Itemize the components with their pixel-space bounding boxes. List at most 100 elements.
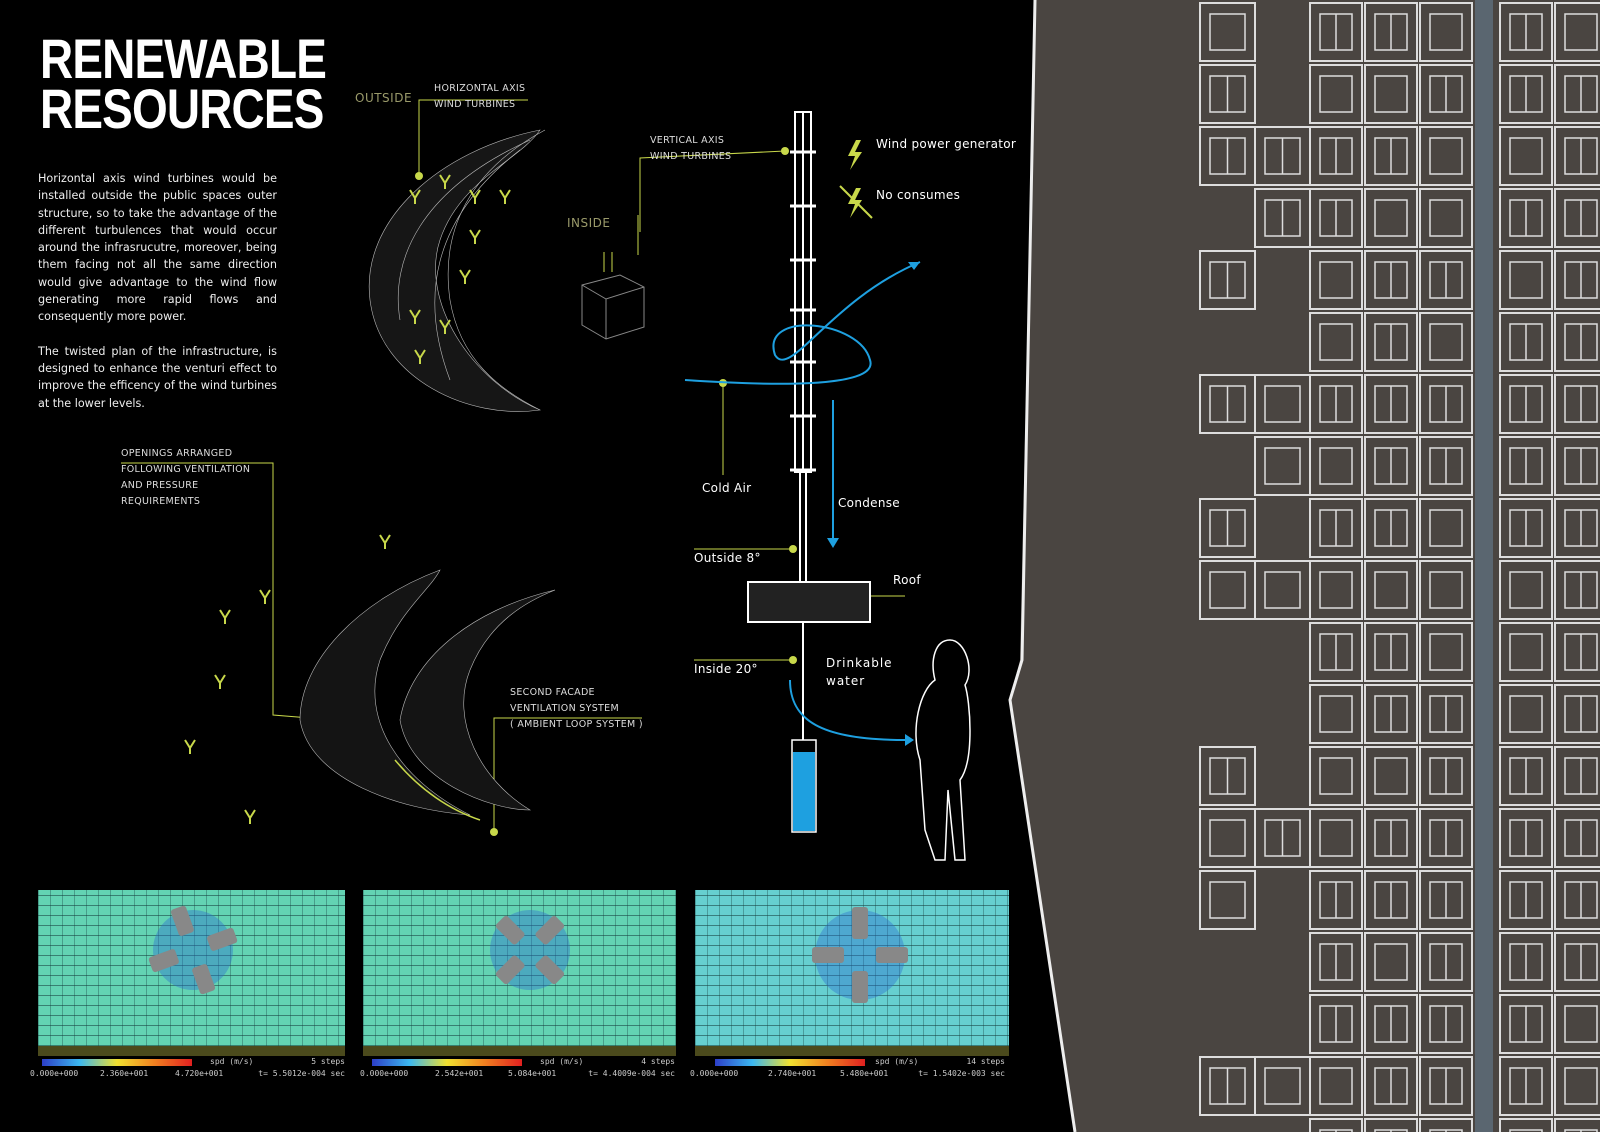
plan-module [1309, 994, 1363, 1054]
plan-module [1309, 1056, 1363, 1116]
plan-room [1429, 137, 1463, 175]
title-line-2: RESOURCES [40, 77, 324, 140]
legend-unit: spd (m/s) [540, 1057, 584, 1066]
label-line: ( AMBIENT LOOP SYSTEM ) [510, 719, 643, 730]
plan-room [1319, 1067, 1353, 1105]
plan-module [1199, 498, 1256, 558]
legend-mid: 2.740e+001 [768, 1069, 817, 1078]
plan-module [1419, 746, 1473, 806]
plan-modules [1199, 2, 1600, 1132]
note-cold-air: Cold Air [702, 481, 752, 495]
plan-module [1419, 560, 1473, 620]
legend-max: 5.480e+001 [840, 1069, 889, 1078]
label-line: VERTICAL AXIS [650, 135, 725, 146]
airflow-curves [684, 261, 921, 741]
plan-module [1419, 1118, 1473, 1132]
no-power-icon [839, 185, 873, 219]
plan-module [1364, 436, 1418, 496]
plan-edge [1008, 0, 1077, 1132]
plan-room [1264, 447, 1301, 485]
plan-module [1309, 188, 1363, 248]
plan-room [1564, 1005, 1598, 1043]
plan-module [1554, 1056, 1600, 1116]
plan-module [1419, 498, 1473, 558]
outer-structure-mesh [368, 129, 546, 412]
cfd-simulation-1 [38, 890, 345, 1056]
plan-module [1419, 188, 1473, 248]
plan-module [1419, 2, 1473, 62]
plan-module [1419, 994, 1473, 1054]
label-line: OPENINGS ARRANGED [121, 448, 233, 459]
plan-module [1554, 870, 1600, 930]
plan-module [1199, 2, 1256, 62]
plan-room [1319, 695, 1353, 733]
note-roof: Roof [893, 573, 921, 587]
plan-room [1374, 199, 1408, 237]
plan-module [1309, 498, 1363, 558]
plan-room [1509, 137, 1543, 175]
wind-turbine-icons [184, 174, 511, 824]
plan-room [1429, 633, 1463, 671]
note-outside-temp: Outside 8° [694, 551, 761, 565]
vertical-wind-turbine [747, 111, 871, 833]
plan-module [1419, 312, 1473, 372]
label-inside: INSIDE [567, 216, 611, 230]
airflow-arrow [394, 759, 481, 821]
leader-lines [121, 99, 905, 832]
plan-room [1264, 571, 1301, 609]
plan-module [1309, 312, 1363, 372]
diagram-drawings [121, 99, 971, 861]
legend-min: 0.000e+000 [690, 1069, 739, 1078]
plan-module [1309, 684, 1363, 744]
plan-room [1509, 571, 1543, 609]
cfd-legend-3: spd (m/s) 14 steps 0.000e+000 2.740e+001 5.… [690, 1057, 1010, 1083]
plan-room [1264, 385, 1301, 423]
legend-wind-power-generator: Wind power generator [876, 137, 1017, 151]
plan-module [1499, 436, 1553, 496]
legend-time: t= 5.5012e-004 sec [258, 1069, 345, 1078]
plan-module [1554, 64, 1600, 124]
plan-module [1499, 188, 1553, 248]
note-line: Drinkable [826, 656, 893, 670]
plan-module [1364, 188, 1418, 248]
label-outside: OUTSIDE [355, 91, 413, 105]
plan-module [1554, 684, 1600, 744]
note-inside-temp: Inside 20° [694, 662, 758, 676]
plan-module [1419, 64, 1473, 124]
plan-room [1319, 261, 1353, 299]
page-title: RENEWABLE RESOURCES [40, 31, 327, 140]
plan-room [1264, 1067, 1301, 1105]
plan-module [1499, 808, 1553, 868]
plan-module [1419, 436, 1473, 496]
plan-room [1209, 881, 1246, 919]
plan-room [1564, 1067, 1598, 1105]
plan-module [1499, 746, 1553, 806]
plan-module [1309, 250, 1363, 310]
label-line: AND PRESSURE [121, 480, 199, 491]
plan-module [1309, 374, 1363, 434]
plan-module [1364, 498, 1418, 558]
speed-color-scale [715, 1059, 865, 1066]
plan-room [1209, 571, 1246, 609]
plan-module [1499, 622, 1553, 682]
cfd-simulation-3 [695, 890, 1009, 1056]
legend-steps: 14 steps [966, 1057, 1005, 1066]
plan-room [1319, 75, 1353, 113]
description: Horizontal axis wind turbines would be i… [38, 170, 277, 429]
plan-room [1429, 571, 1463, 609]
legend-unit: spd (m/s) [210, 1057, 254, 1066]
plan-module [1419, 126, 1473, 186]
second-facade-mesh [299, 569, 556, 816]
circulation-strip [1475, 0, 1493, 1132]
plan-module [1309, 622, 1363, 682]
note-condense: Condense [838, 496, 900, 510]
plan-room [1509, 695, 1543, 733]
legend-unit: spd (m/s) [875, 1057, 919, 1066]
plan-module [1554, 622, 1600, 682]
plan-room [1374, 757, 1408, 795]
label-line: WIND TURBINES [650, 151, 732, 162]
plan-module [1309, 2, 1363, 62]
label-line: REQUIREMENTS [121, 496, 201, 507]
